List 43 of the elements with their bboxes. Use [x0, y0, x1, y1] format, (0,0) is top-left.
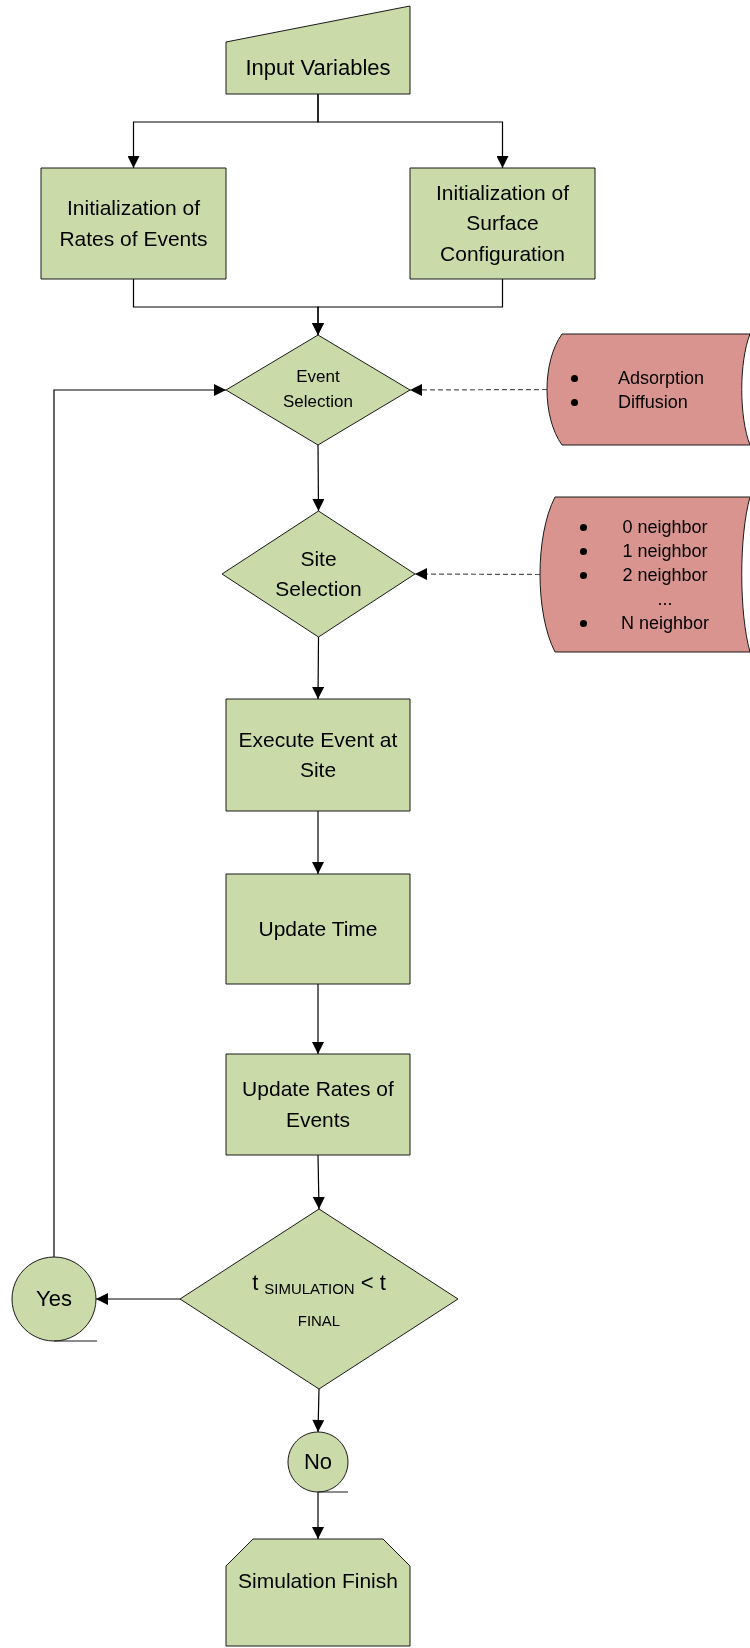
- node-label: Input Variables: [245, 54, 391, 83]
- node-label: Yes: [36, 1285, 72, 1314]
- node-label: Event Selection: [282, 366, 354, 413]
- arrow: [312, 1388, 325, 1433]
- stored-data-shape: [547, 334, 750, 445]
- dashed-arrow: [414, 568, 541, 581]
- node-label: Initialization of Surface Configuration: [434, 179, 571, 267]
- node-label: No: [303, 1448, 333, 1477]
- list-item: 2 neighbor: [580, 562, 720, 587]
- process-box: [226, 1054, 410, 1155]
- list-item: Adsorption: [571, 365, 721, 390]
- arrow: [312, 810, 324, 875]
- arrow: [312, 983, 324, 1055]
- arrow: [312, 278, 504, 336]
- process-box: [41, 168, 226, 279]
- arrow: [312, 636, 325, 700]
- node-label: Update Rates of Events: [241, 1076, 395, 1133]
- dashed-arrow: [409, 383, 548, 396]
- arrow: [312, 1154, 325, 1210]
- list-item: ...: [656, 587, 674, 611]
- arrow: [53, 384, 227, 1258]
- input-shape: [226, 6, 410, 94]
- node-label: Execute Event at Site: [237, 726, 399, 783]
- node-label: Update Time: [258, 915, 378, 942]
- stored-data-shape: [540, 497, 750, 652]
- list-item: 1 neighbor: [580, 538, 720, 563]
- process-box: [410, 168, 595, 279]
- list-item: 0 neighbor: [580, 514, 720, 539]
- process-box: [226, 699, 410, 811]
- arrow: [312, 1491, 324, 1540]
- decision-diamond: [180, 1209, 458, 1389]
- decision-diamond: [222, 511, 415, 637]
- node-label: Simulation Finish: [238, 1568, 398, 1595]
- arrow: [317, 93, 509, 169]
- list-item: N neighbor: [580, 610, 720, 635]
- arrow: [95, 1293, 181, 1305]
- list-item: Diffusion: [571, 389, 721, 414]
- arrow: [312, 444, 325, 512]
- process-box: [226, 874, 410, 984]
- decision-diamond: [226, 335, 410, 445]
- terminator-shape: [226, 1539, 410, 1646]
- node-label: Initialization of Rates of Events: [58, 195, 209, 252]
- node-label: Site Selection: [274, 545, 363, 602]
